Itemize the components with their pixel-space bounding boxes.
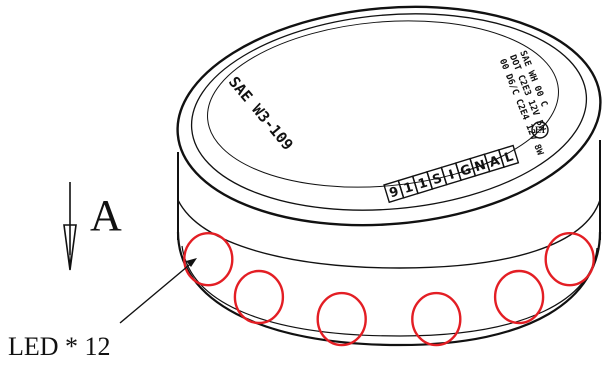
beacon-lid — [176, 5, 602, 227]
body-bottom-edge — [176, 231, 602, 347]
led-6 — [544, 232, 595, 287]
brand-box — [497, 144, 520, 169]
led-ring — [183, 232, 595, 347]
model-marking: SAE W3-109 — [225, 73, 297, 154]
led-5 — [493, 269, 545, 325]
lid-outer-edge — [176, 5, 602, 227]
brand-letter: G — [459, 162, 474, 179]
brand-letter: L — [503, 149, 515, 166]
lid-inner-edge — [190, 13, 588, 211]
body-belt-line — [177, 199, 601, 269]
svg-text:E1: E1 — [535, 125, 546, 135]
brand-letter: A — [488, 154, 502, 171]
callout-leader-line — [119, 260, 195, 324]
direction-letter: A — [90, 191, 122, 240]
body-bottom-rim — [181, 245, 598, 337]
e-mark-seal: E1 — [531, 121, 549, 139]
led-callout: LED * 12 — [8, 258, 197, 361]
led-1 — [183, 232, 234, 287]
brand-letter: 1 — [416, 176, 429, 193]
spec-markings: SAE WH 00 C DOT C2E3 12V 5W 00 D6/C C2E4… — [497, 49, 549, 157]
led-2 — [233, 269, 285, 325]
callout-label: LED * 12 — [8, 332, 111, 361]
brand-letter: 9 — [388, 184, 401, 201]
brand-letter: N — [473, 158, 488, 176]
direction-arrow-head — [63, 224, 77, 271]
led-3 — [316, 291, 367, 347]
lid-label-ring — [207, 20, 559, 188]
led-4 — [411, 291, 462, 347]
callout-arrow-head — [186, 258, 197, 267]
direction-marker: A — [63, 182, 122, 271]
brand-letter: S — [431, 171, 444, 188]
brand-letter: I — [447, 167, 456, 183]
brand-letter: 1 — [402, 180, 415, 197]
